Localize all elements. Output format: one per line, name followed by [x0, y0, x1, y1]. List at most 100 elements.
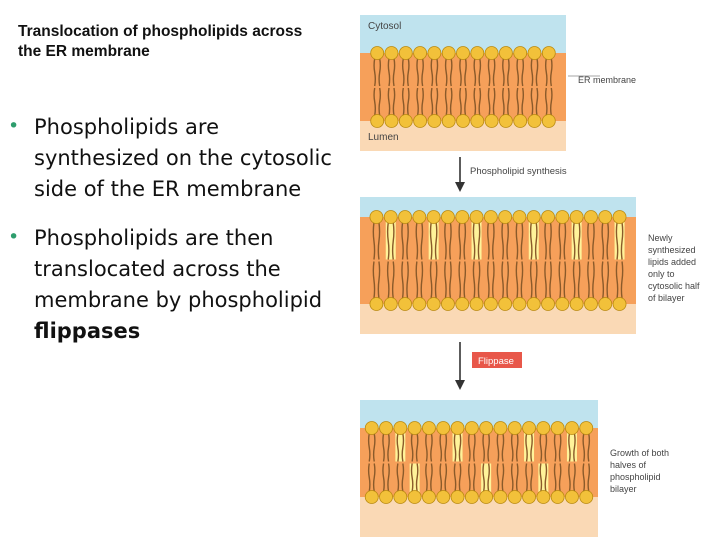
lipid-tail — [406, 87, 410, 116]
phospholipid-head — [456, 114, 470, 128]
bullet-2-bold-term: flippases — [34, 319, 141, 343]
bullet-list: • Phospholipids are synthesized on the c… — [8, 112, 348, 365]
phospholipid-head — [422, 421, 436, 435]
er-membrane-label: ER membrane — [578, 75, 636, 85]
phospholipid-head — [612, 210, 627, 224]
phospholipid-head — [483, 297, 498, 311]
phospholipid-head — [522, 490, 536, 504]
new-lipid-tail-bg — [452, 428, 463, 462]
lipid-tail — [501, 87, 505, 116]
lipid-tail — [549, 58, 553, 87]
lipid-tail — [563, 261, 567, 299]
lipid-tail — [377, 222, 381, 260]
lipid-tail — [463, 261, 467, 299]
phospholipid-head — [555, 297, 570, 311]
new-lipid-tail-bg — [538, 463, 549, 497]
lipid-tail — [506, 58, 510, 87]
phospholipid-head — [364, 421, 379, 435]
lipid-tail — [568, 433, 571, 462]
lipid-tail — [473, 58, 477, 87]
new-lipid-tail-bg — [428, 217, 439, 260]
slide-title-line-2: the ER membrane — [18, 43, 150, 60]
lipid-tail — [415, 261, 419, 299]
phospholipid-head — [512, 210, 527, 224]
membrane-panels — [360, 15, 636, 537]
lipid-tail — [420, 261, 424, 299]
lipid-tail — [387, 463, 390, 492]
lipid-tail — [572, 222, 576, 260]
lipid-tail — [478, 87, 482, 116]
lipid-tail — [501, 222, 505, 260]
panel-flippase — [360, 400, 598, 537]
lipid-tail — [382, 463, 385, 492]
lipid-tail — [449, 222, 452, 260]
bullet-1-line-2: synthesized on the cytosolic — [34, 146, 332, 170]
lipid-tail — [464, 87, 467, 116]
phospholipid-head — [527, 114, 542, 128]
lipid-tail — [392, 58, 396, 87]
phospholipid-head — [498, 114, 513, 128]
lipid-tail — [592, 222, 595, 260]
lipid-tail — [563, 222, 567, 260]
phospholipid-head — [550, 490, 565, 504]
lipid-tail — [521, 58, 525, 87]
phospholipid-head — [441, 210, 455, 224]
lipid-tail — [386, 222, 390, 260]
lipid-tail — [525, 433, 528, 462]
phospholipid-head — [450, 421, 465, 435]
phospholipid-head — [379, 490, 393, 504]
lipid-tail — [587, 463, 591, 492]
phospholipid-head — [407, 490, 422, 504]
lipid-tail — [516, 58, 520, 87]
panel3-label-line: halves of — [610, 460, 647, 470]
lipid-tail — [458, 261, 462, 299]
phospholipid-head — [598, 210, 613, 224]
phospholipid-head — [426, 210, 441, 224]
panel2-label-line: Newly — [648, 233, 673, 243]
bullet-2-line-1: Phospholipids are then — [34, 226, 274, 250]
phospholipid-head — [526, 297, 541, 311]
lipid-tail — [459, 58, 462, 87]
phospholipid-head — [393, 490, 408, 504]
phospholipid-synthesis-label: Phospholipid synthesis — [470, 166, 567, 177]
lipid-tail — [558, 463, 562, 492]
panel-synthesis — [360, 197, 636, 334]
lipid-tail — [487, 433, 491, 462]
lipid-tail — [620, 261, 624, 299]
lipid-tail — [406, 58, 410, 87]
phospholipid-head — [498, 210, 513, 224]
lipid-tail — [558, 261, 562, 299]
phospholipid-head — [413, 114, 428, 128]
lipid-tail — [472, 222, 476, 260]
new-lipid-tail-bg — [395, 428, 406, 462]
lipid-tail — [415, 433, 419, 462]
lipid-tail — [530, 433, 533, 462]
new-lipid-tail-bg — [471, 217, 482, 260]
lipid-tail — [415, 463, 419, 492]
lipid-tail — [401, 261, 404, 299]
lipid-tail — [487, 58, 491, 87]
cytosol-label: Cytosol — [368, 21, 401, 32]
phospholipid-head — [422, 490, 436, 504]
lipid-tail — [510, 433, 514, 462]
bullet-item-translocation: • Phospholipids are then translocated ac… — [8, 223, 348, 347]
phospholipid-head — [513, 114, 528, 128]
phospholipid-head — [565, 490, 579, 504]
lipid-tail — [587, 433, 591, 462]
phospholipid-head — [484, 114, 499, 128]
lipid-tail — [401, 87, 405, 116]
lipid-tail — [387, 433, 390, 462]
lipid-tail — [592, 261, 595, 299]
lipid-tail — [434, 261, 438, 299]
lipid-tail — [382, 433, 385, 462]
phospholipid-head — [370, 114, 385, 128]
phospholipid-head — [398, 46, 413, 60]
lipid-tail — [615, 261, 619, 299]
phospholipid-head — [412, 297, 427, 311]
bullet-dot-icon: • — [8, 226, 20, 248]
lipid-tail — [587, 261, 590, 299]
phospholipid-head — [441, 297, 455, 311]
lipid-tail — [615, 222, 619, 260]
lipid-tail — [444, 463, 448, 492]
lipid-tail — [372, 222, 376, 260]
